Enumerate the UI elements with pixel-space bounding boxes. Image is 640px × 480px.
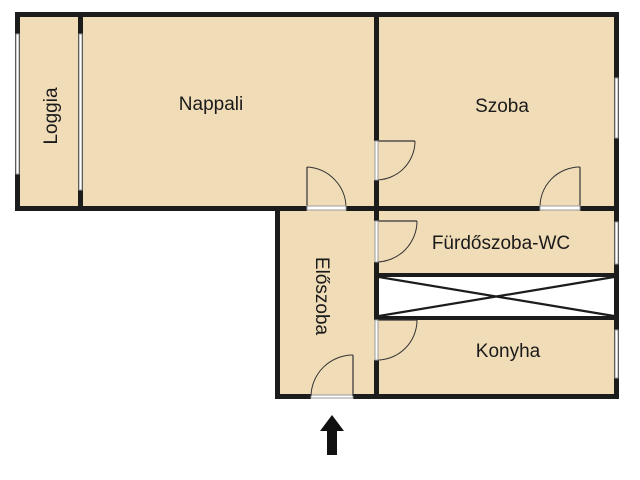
wall-bottom-lower <box>275 394 311 399</box>
floor-loggia <box>20 16 82 207</box>
door-nappali <box>306 166 347 211</box>
window-konyha <box>614 329 619 379</box>
wall-bottom-upper-2 <box>346 206 540 211</box>
window-furdoszoba <box>614 221 619 265</box>
window-szoba <box>614 77 619 139</box>
wall-hall-right-2 <box>374 262 379 320</box>
window-loggia-left <box>15 33 20 175</box>
room-labels: Loggia Nappali Szoba Fürdőszoba-WC Elősz… <box>41 87 570 362</box>
floor-areas <box>20 16 614 395</box>
arrow-up-icon <box>320 415 344 455</box>
wall-bottom-upper <box>15 206 307 211</box>
floor-szoba <box>376 16 614 207</box>
room-label-nappali: Nappali <box>179 94 243 115</box>
wall-nappali-szoba <box>374 12 379 141</box>
shaft-cross-2 <box>378 275 615 318</box>
windows <box>15 33 619 399</box>
wall-shaft-bottom <box>374 316 619 320</box>
wall-nappali-szoba-2 <box>374 180 379 210</box>
wall-top <box>15 12 619 17</box>
door-szoba <box>539 166 581 211</box>
doors <box>306 140 581 397</box>
wall-hall-right <box>374 206 379 221</box>
window-entrance <box>310 394 354 399</box>
floor-nappali <box>82 16 376 207</box>
room-label-furdoszoba: Fürdőszoba-WC <box>432 233 570 254</box>
door-entrance <box>310 354 354 397</box>
door-furdoszoba <box>374 220 418 263</box>
door-szoba-side <box>374 140 416 181</box>
wall-right <box>614 12 619 399</box>
wall-shaft-top <box>374 273 619 277</box>
room-label-szoba: Szoba <box>475 96 529 117</box>
floor-furdoszoba <box>376 207 614 275</box>
wall-bottom-upper-3 <box>580 206 619 211</box>
wall-hall-right-3 <box>374 360 379 398</box>
wall-hall-left <box>275 206 280 399</box>
room-label-eloszoba: Előszoba <box>311 257 332 336</box>
wall-bottom-lower-2 <box>353 394 619 399</box>
room-label-loggia: Loggia <box>41 87 62 144</box>
service-shaft <box>378 275 615 318</box>
room-label-konyha: Konyha <box>476 341 541 362</box>
window-loggia-right <box>78 33 83 191</box>
door-konyha <box>374 319 418 361</box>
